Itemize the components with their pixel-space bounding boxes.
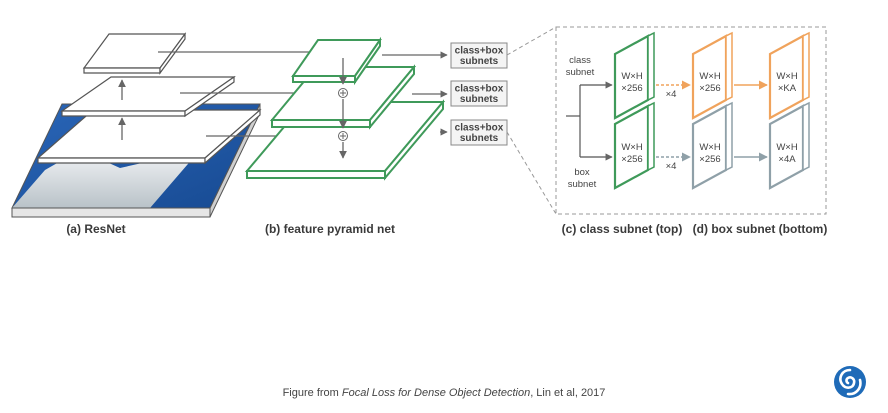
box-matrix-mid-line1: W×H	[699, 142, 721, 153]
swirl-logo-icon	[834, 366, 866, 398]
resnet-layer-2	[60, 75, 236, 118]
class-matrix-in-line2: ×256	[621, 83, 642, 94]
caption-box-subnet: (d) box subnet (bottom)	[693, 222, 828, 236]
citation-paper-title: Focal Loss for Dense Object Detection	[341, 387, 531, 399]
detail-panel	[555, 26, 827, 215]
box-matrix-in: W×H ×256	[613, 101, 655, 190]
class-repeat-label: ×4	[666, 89, 677, 100]
resnet-layer-1	[36, 108, 262, 165]
class-matrix-mid: W×H ×256	[691, 31, 733, 120]
class-matrix-out-line1: W×H	[776, 71, 798, 82]
resnet-stack	[11, 32, 262, 218]
caption-fpn: (b) feature pyramid net	[265, 222, 395, 236]
box-matrix-out-line2: ×4A	[778, 154, 796, 165]
box-repeat-label: ×4	[666, 161, 677, 172]
class-subnet-label-line1: class	[569, 55, 591, 66]
box-matrix-in-line2: ×256	[621, 154, 642, 165]
class-matrix-in: W×H ×256	[613, 31, 655, 120]
class-matrix-out-line2: ×KA	[778, 83, 797, 94]
class-subnet-label-line2: subnet	[566, 67, 595, 78]
subnet-box-middle: class+box subnets	[450, 80, 508, 107]
resnet-layer-3	[82, 32, 187, 75]
box-matrix-mid: W×H ×256	[691, 101, 733, 190]
detail-connector-bottom	[506, 131, 557, 215]
class-matrix-in-line1: W×H	[621, 71, 643, 82]
fpn-to-subnet-arrows	[382, 51, 448, 136]
figure-citation: Figure from Focal Loss for Dense Object …	[0, 387, 888, 399]
subnet-box-bottom: class+box subnets	[450, 119, 508, 146]
detail-connector-top	[506, 26, 557, 56]
caption-class-subnet: (c) class subnet (top)	[562, 222, 683, 236]
subnet-input-branch	[566, 81, 613, 161]
fpn-stack	[244, 36, 446, 181]
box-matrix-in-line1: W×H	[621, 142, 643, 153]
box-matrix-out-line1: W×H	[776, 142, 798, 153]
class-matrix-out: W×H ×KA	[768, 31, 810, 120]
subnet-box-bottom-line2: subnets	[460, 133, 499, 144]
subnet-box-middle-line2: subnets	[460, 94, 499, 105]
subnet-box-bottom-line1: class+box	[455, 123, 504, 134]
class-matrix-mid-line2: ×256	[699, 83, 720, 94]
citation-suffix: , Lin et al, 2017	[530, 387, 606, 399]
citation-prefix: Figure from	[282, 387, 342, 399]
class-matrix-mid-line1: W×H	[699, 71, 721, 82]
box-subnet-label-line1: box	[574, 167, 590, 178]
box-matrix-out: W×H ×4A	[768, 101, 810, 190]
subnet-box-middle-line1: class+box	[455, 84, 504, 95]
subnet-box-top-line1: class+box	[455, 46, 504, 57]
box-subnet-label-line2: subnet	[568, 179, 597, 190]
subnet-box-top: class+box subnets	[450, 42, 508, 69]
subnet-box-top-line2: subnets	[460, 56, 499, 67]
box-matrix-mid-line2: ×256	[699, 154, 720, 165]
caption-resnet: (a) ResNet	[66, 222, 125, 236]
